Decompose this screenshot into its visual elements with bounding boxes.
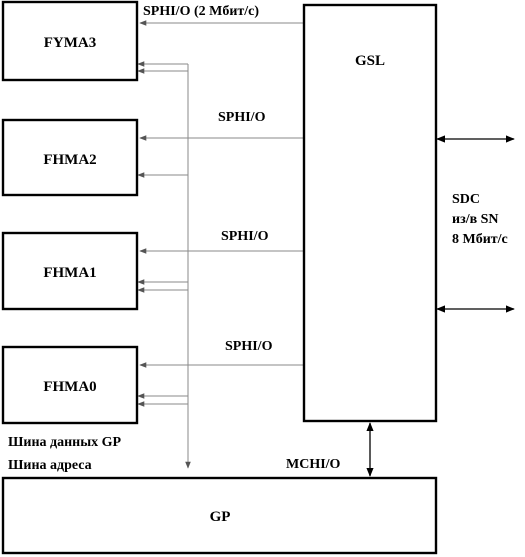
- block-fhma2: [1, 118, 139, 197]
- gp-bus-lines: [137, 61, 191, 469]
- block-fyma3-label: FYMA3: [44, 35, 97, 51]
- block-fhma0-label: FHMA0: [43, 379, 96, 395]
- mchio-label: MCHI/O: [286, 457, 341, 472]
- block-fhma1-label: FHMA1: [43, 265, 96, 281]
- sphio-links: [139, 20, 303, 368]
- block-fyma3: [1, 0, 139, 82]
- block-gp: [1, 476, 438, 555]
- block-fhma1: [1, 231, 139, 311]
- sphio-fhma0-label: SPHI/O: [225, 339, 273, 354]
- sphio-top-label: SPHI/O (2 Мбит/с): [143, 4, 259, 19]
- block-gp-label: GP: [210, 509, 231, 525]
- block-fhma2-label: FHMA2: [43, 152, 96, 168]
- sdc-links: [436, 135, 515, 313]
- sdc-label-line3: 8 Мбит/с: [452, 232, 508, 247]
- data-bus-label: Шина данных GP: [8, 435, 122, 450]
- block-gsl-label: GSL: [355, 53, 385, 69]
- sphio-fhma2-label: SPHI/O: [218, 110, 266, 125]
- sdc-label-line1: SDC: [452, 192, 480, 207]
- address-bus-label: Шина адреса: [8, 458, 92, 473]
- block-gsl: [302, 3, 438, 423]
- block-fhma0: [1, 345, 139, 425]
- sphio-fhma1-label: SPHI/O: [221, 229, 269, 244]
- sdc-label-line2: из/в SN: [452, 212, 499, 227]
